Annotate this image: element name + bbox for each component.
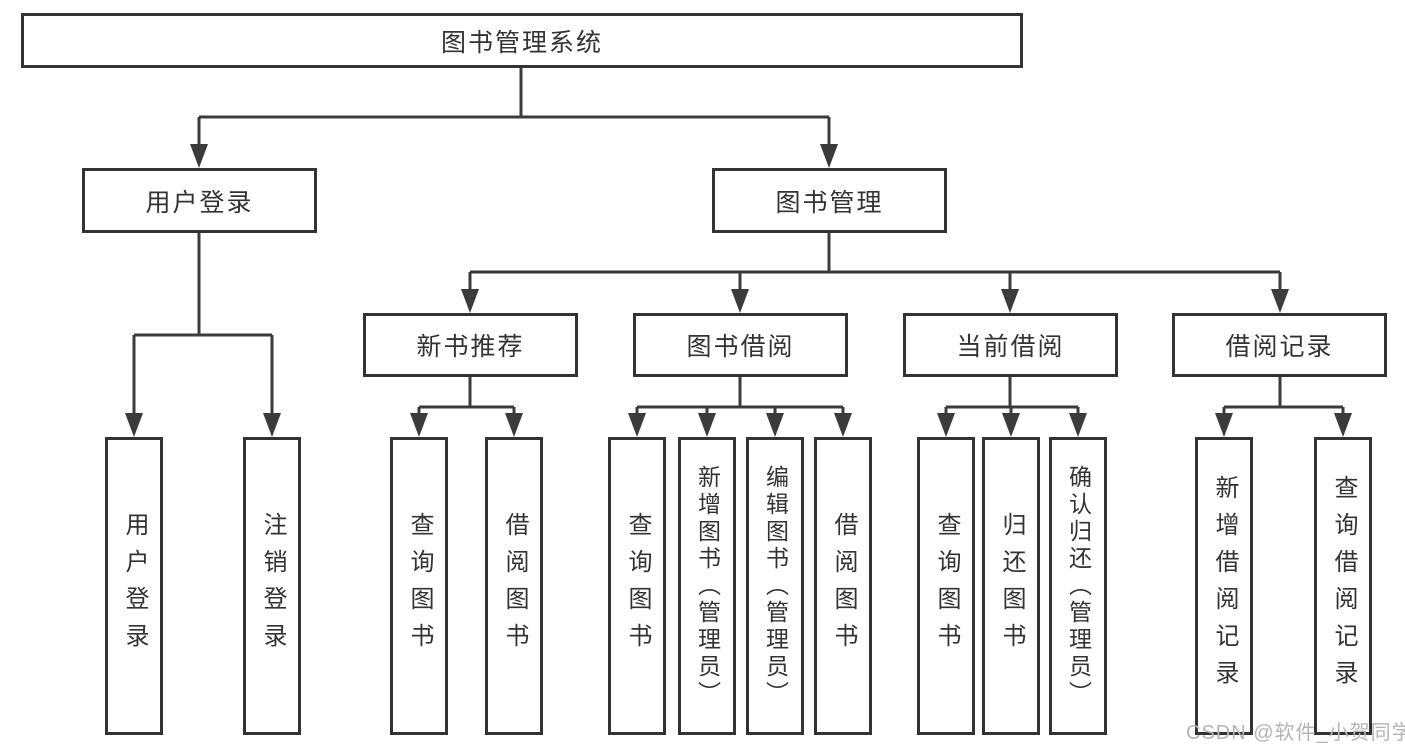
leaf-label: 查询图书 <box>933 512 960 660</box>
leaf-borrow-books-recommend: 借阅图书 <box>485 437 543 735</box>
leaf-label: 查询图书 <box>406 512 433 660</box>
node-borrow-record: 借阅记录 <box>1172 313 1387 377</box>
node-root-system: 图书管理系统 <box>21 13 1023 68</box>
node-label: 图书借阅 <box>686 333 795 361</box>
leaf-label: 编辑图书（管理员） <box>762 464 789 708</box>
leaf-confirm-return-admin: 确认归还（管理员） <box>1049 437 1107 735</box>
arrowheads <box>125 144 1352 437</box>
leaf-query-books-current: 查询图书 <box>917 437 975 735</box>
leaf-label: 借阅图书 <box>501 512 528 660</box>
leaf-query-borrow-record: 查询借阅记录 <box>1314 437 1372 735</box>
node-label: 图书管理 <box>775 188 884 217</box>
leaf-label: 查询借阅记录 <box>1330 475 1357 697</box>
leaf-label: 新增借阅记录 <box>1211 475 1238 697</box>
node-label: 新书推荐 <box>416 333 525 361</box>
leaf-query-books-recommend: 查询图书 <box>390 437 448 735</box>
node-label: 借阅记录 <box>1225 333 1334 361</box>
leaf-label: 确认归还（管理员） <box>1065 464 1092 708</box>
node-user-login: 用户登录 <box>82 168 317 233</box>
leaf-label: 借阅图书 <box>830 512 857 660</box>
leaf-user-login: 用户登录 <box>105 437 163 735</box>
leaf-query-books-borrow: 查询图书 <box>608 437 666 735</box>
node-current-borrow: 当前借阅 <box>903 313 1118 377</box>
leaf-label: 查询图书 <box>624 512 651 660</box>
leaf-add-books-admin: 新增图书（管理员） <box>678 437 736 735</box>
node-book-management: 图书管理 <box>712 168 947 233</box>
leaf-add-borrow-record: 新增借阅记录 <box>1195 437 1253 735</box>
node-label: 用户登录 <box>145 188 254 217</box>
csdn-watermark: CSDN @软件_小贺同学 <box>1186 722 1405 744</box>
leaf-label: 注销登录 <box>259 512 286 660</box>
node-label: 当前借阅 <box>956 333 1065 361</box>
leaf-logout: 注销登录 <box>243 437 301 735</box>
leaf-label: 新增图书（管理员） <box>694 464 721 708</box>
node-new-book-recommend: 新书推荐 <box>363 313 578 377</box>
leaf-borrow-books: 借阅图书 <box>814 437 872 735</box>
node-root-label: 图书管理系统 <box>440 28 603 57</box>
leaf-return-books: 归还图书 <box>982 437 1040 735</box>
leaf-label: 归还图书 <box>998 512 1025 660</box>
node-book-borrow: 图书借阅 <box>633 313 848 377</box>
leaf-label: 用户登录 <box>121 512 148 660</box>
leaf-edit-books-admin: 编辑图书（管理员） <box>746 437 804 735</box>
